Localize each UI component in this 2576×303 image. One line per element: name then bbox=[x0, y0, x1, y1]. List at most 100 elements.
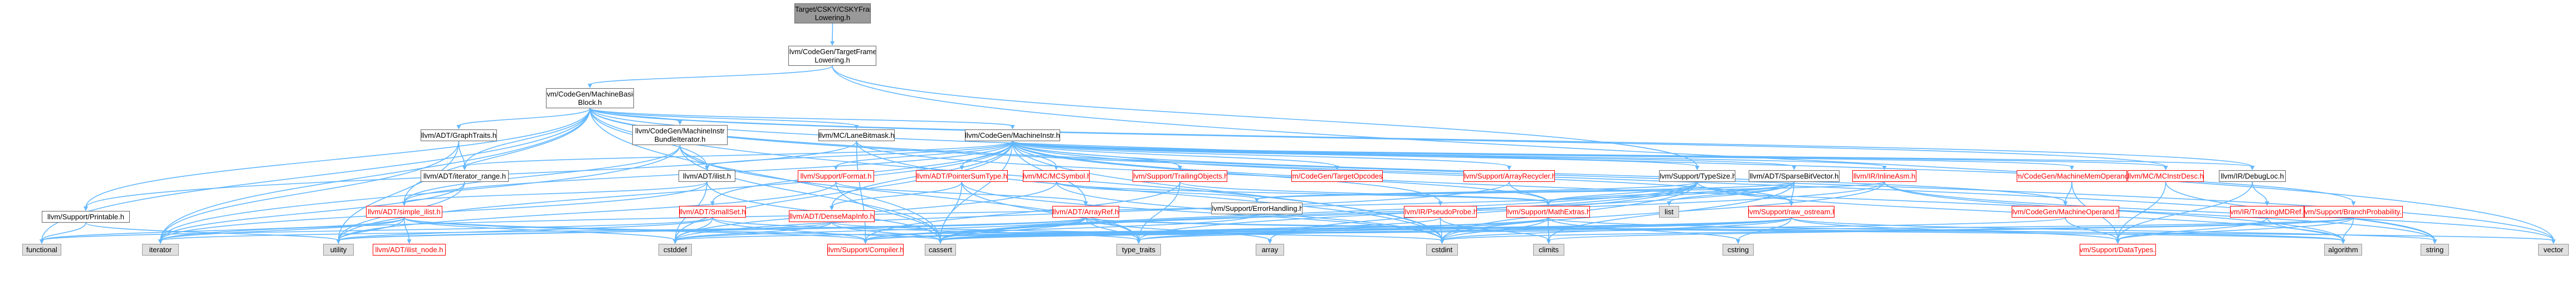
edge-branchprob-to-datatypes bbox=[2117, 217, 2354, 241]
node-label: llvm/ADT/SmallSet.h bbox=[679, 208, 746, 216]
edge-mi-to-debugloc bbox=[1012, 141, 2253, 167]
node-mo[interactable]: llvm/CodeGen/MachineMemOperand.h bbox=[2017, 170, 2127, 182]
arrowhead bbox=[84, 206, 88, 211]
node-label: llvm/CodeGen/TargetOpcodes.h bbox=[1292, 172, 1383, 180]
arrowhead bbox=[588, 84, 592, 88]
node-printable[interactable]: llvm/Support/Printable.h bbox=[42, 211, 130, 223]
edge-sparsebitvector-to-iterator bbox=[160, 181, 1795, 241]
edge-mathextras-to-climits bbox=[1548, 217, 1549, 241]
edge-mbb-to-iterator bbox=[160, 108, 591, 241]
node-debugloc[interactable]: llvm/IR/DebugLoc.h bbox=[2219, 170, 2286, 182]
arrowhead bbox=[456, 125, 461, 129]
node-label: cstdint bbox=[1431, 246, 1453, 254]
node-label: string bbox=[2426, 246, 2444, 254]
arrowhead bbox=[1736, 239, 1740, 244]
node-trailingobjects[interactable]: llvm/Support/TrailingObjects.h bbox=[1133, 170, 1227, 182]
edge-arrayref-to-type_traits bbox=[1085, 217, 1139, 241]
node-ilistnode[interactable]: llvm/ADT/ilist_node.h bbox=[373, 244, 446, 256]
node-rawostream[interactable]: llvm/Support/raw_ostream.h bbox=[1748, 206, 1835, 218]
arrowhead bbox=[1267, 239, 1272, 244]
edge-branchprob-to-cstdint bbox=[1441, 217, 2354, 241]
arrowhead bbox=[1438, 201, 1443, 206]
node-simpleilist[interactable]: llvm/ADT/simple_ilist.h bbox=[366, 206, 442, 218]
node-cassert: cassert bbox=[925, 244, 956, 256]
edge-mi-to-rawostream bbox=[1012, 141, 1792, 203]
node-lanebm[interactable]: llvm/MC/LaneBitmask.h bbox=[818, 129, 895, 141]
node-densemapinfo[interactable]: llvm/ADT/DenseMapInfo.h bbox=[789, 210, 875, 222]
edge-branchprob-to-algorithm bbox=[2343, 217, 2354, 241]
edge-inlineasm-to-vector bbox=[1884, 181, 2554, 241]
edge-arrayref-to-algorithm bbox=[1085, 217, 2344, 241]
node-typesize[interactable]: llvm/Support/TypeSize.h bbox=[1659, 170, 1735, 182]
node-label: llvm/IR/PseudoProbe.h bbox=[1404, 208, 1477, 216]
node-errorhandling[interactable]: llvm/Support/ErrorHandling.h bbox=[1211, 203, 1302, 214]
node-gt[interactable]: llvm/ADT/GraphTraits.h bbox=[421, 129, 497, 141]
arrowhead bbox=[833, 166, 838, 170]
node-label: llvm/Support/MathExtras.h bbox=[1506, 208, 1590, 216]
edge-mcsymbol-to-mathextras bbox=[1056, 181, 1549, 203]
arrowhead bbox=[2115, 239, 2120, 244]
arrowhead bbox=[2250, 166, 2255, 170]
node-label: type_traits bbox=[1122, 246, 1155, 254]
node-mbb[interactable]: llvm/CodeGen/MachineBasic Block.h bbox=[546, 88, 634, 108]
node-inlineasm[interactable]: llvm/IR/InlineAsm.h bbox=[1852, 170, 1916, 182]
edge-trackingmdref-to-datatypes bbox=[2117, 217, 2268, 241]
edge-mibi-to-iterator bbox=[160, 145, 681, 241]
node-pointersumtype[interactable]: llvm/ADT/PointerSumType.h bbox=[916, 170, 1008, 182]
arrowhead bbox=[40, 239, 44, 244]
node-label: llvm/IR/DebugLoc.h bbox=[2221, 172, 2284, 180]
arrowhead bbox=[1507, 166, 1511, 170]
node-itrange[interactable]: llvm/ADT/iterator_range.h bbox=[421, 170, 509, 182]
node-datatypes[interactable]: llvm/Support/DataTypes.h bbox=[2080, 244, 2156, 256]
node-mcinstrdesc[interactable]: llvm/MC/MCInstrDesc.h bbox=[2128, 170, 2204, 182]
arrowhead bbox=[1255, 198, 1259, 203]
edge-trackingmdref-to-algorithm bbox=[2266, 217, 2344, 241]
node-type_traits: type_traits bbox=[1116, 244, 1161, 256]
edge-trailingobjects-to-mathextras bbox=[1179, 181, 1549, 203]
edge-ilist-to-simpleilist bbox=[403, 181, 708, 203]
node-label: iterator bbox=[149, 246, 172, 254]
arrowhead bbox=[677, 121, 682, 125]
edge-mibi-to-simpleilist bbox=[403, 145, 681, 203]
node-label: llvm/ADT/DenseMapInfo.h bbox=[789, 212, 874, 220]
node-arrayrecycler[interactable]: llvm/Support/ArrayRecycler.h bbox=[1463, 170, 1555, 182]
edge-lanebm-to-cstdint bbox=[856, 141, 1443, 241]
node-machineoperand[interactable]: llvm/CodeGen/MachineOperand.h bbox=[2012, 206, 2119, 218]
edge-mcsymbol-to-errorhandling bbox=[1056, 181, 1257, 200]
node-branchprob[interactable]: llvm/Support/BranchProbability.h bbox=[2304, 206, 2403, 218]
node-compiler[interactable]: llvm/Support/Compiler.h bbox=[827, 244, 904, 256]
node-label: cassert bbox=[929, 246, 952, 254]
node-string: string bbox=[2421, 244, 2449, 256]
node-sparsebitvector[interactable]: llvm/ADT/SparseBitVector.h bbox=[1749, 170, 1840, 182]
edge-simpleilist-to-ilistnode bbox=[403, 217, 410, 241]
node-list: list bbox=[1659, 206, 1679, 218]
edge-branchprob-to-cassert bbox=[940, 217, 2354, 241]
node-label: list bbox=[1665, 208, 1674, 216]
arrowhead bbox=[2265, 201, 2270, 206]
node-format[interactable]: llvm/Support/Format.h bbox=[798, 170, 874, 182]
node-mathextras[interactable]: llvm/Support/MathExtras.h bbox=[1506, 206, 1590, 218]
node-label: llvm/Support/ArrayRecycler.h bbox=[1463, 172, 1555, 180]
node-targetopcodes[interactable]: llvm/CodeGen/TargetOpcodes.h bbox=[1291, 170, 1383, 182]
node-label: llvm/CodeGen/TargetFrame Lowering.h bbox=[788, 47, 876, 64]
arrowhead bbox=[2063, 201, 2068, 206]
node-mcsymbol[interactable]: llvm/MC/MCSymbol.h bbox=[1023, 170, 1090, 182]
node-tfl[interactable]: llvm/CodeGen/TargetFrame Lowering.h bbox=[788, 46, 876, 66]
node-trackingmdref[interactable]: llvm/IR/TrackingMDRef.h bbox=[2230, 206, 2304, 218]
edge-mi-to-inlineasm bbox=[1012, 141, 1885, 167]
node-arrayref[interactable]: llvm/ADT/ArrayRef.h bbox=[1052, 206, 1119, 218]
edge-mi-to-targetopcodes bbox=[1012, 141, 1338, 167]
node-ilist[interactable]: llvm/ADT/ilist.h bbox=[679, 170, 735, 182]
arrowhead bbox=[1010, 125, 1015, 129]
node-mi[interactable]: llvm/CodeGen/MachineInstr.h bbox=[965, 129, 1060, 141]
node-smallset[interactable]: llvm/ADT/SmallSet.h bbox=[679, 206, 746, 218]
edge-mbb-to-gt bbox=[458, 108, 591, 127]
node-mibi[interactable]: llvm/CodeGen/MachineInstr BundleIterator… bbox=[632, 125, 728, 145]
edge-mo-to-machineoperand bbox=[2065, 181, 2072, 203]
edge-format-to-cassert bbox=[835, 181, 941, 241]
node-pseudoprobe[interactable]: llvm/IR/PseudoProbe.h bbox=[1404, 206, 1477, 218]
arrowhead bbox=[1084, 201, 1088, 206]
arrowhead bbox=[2341, 239, 2345, 244]
arrowhead bbox=[1178, 166, 1182, 170]
